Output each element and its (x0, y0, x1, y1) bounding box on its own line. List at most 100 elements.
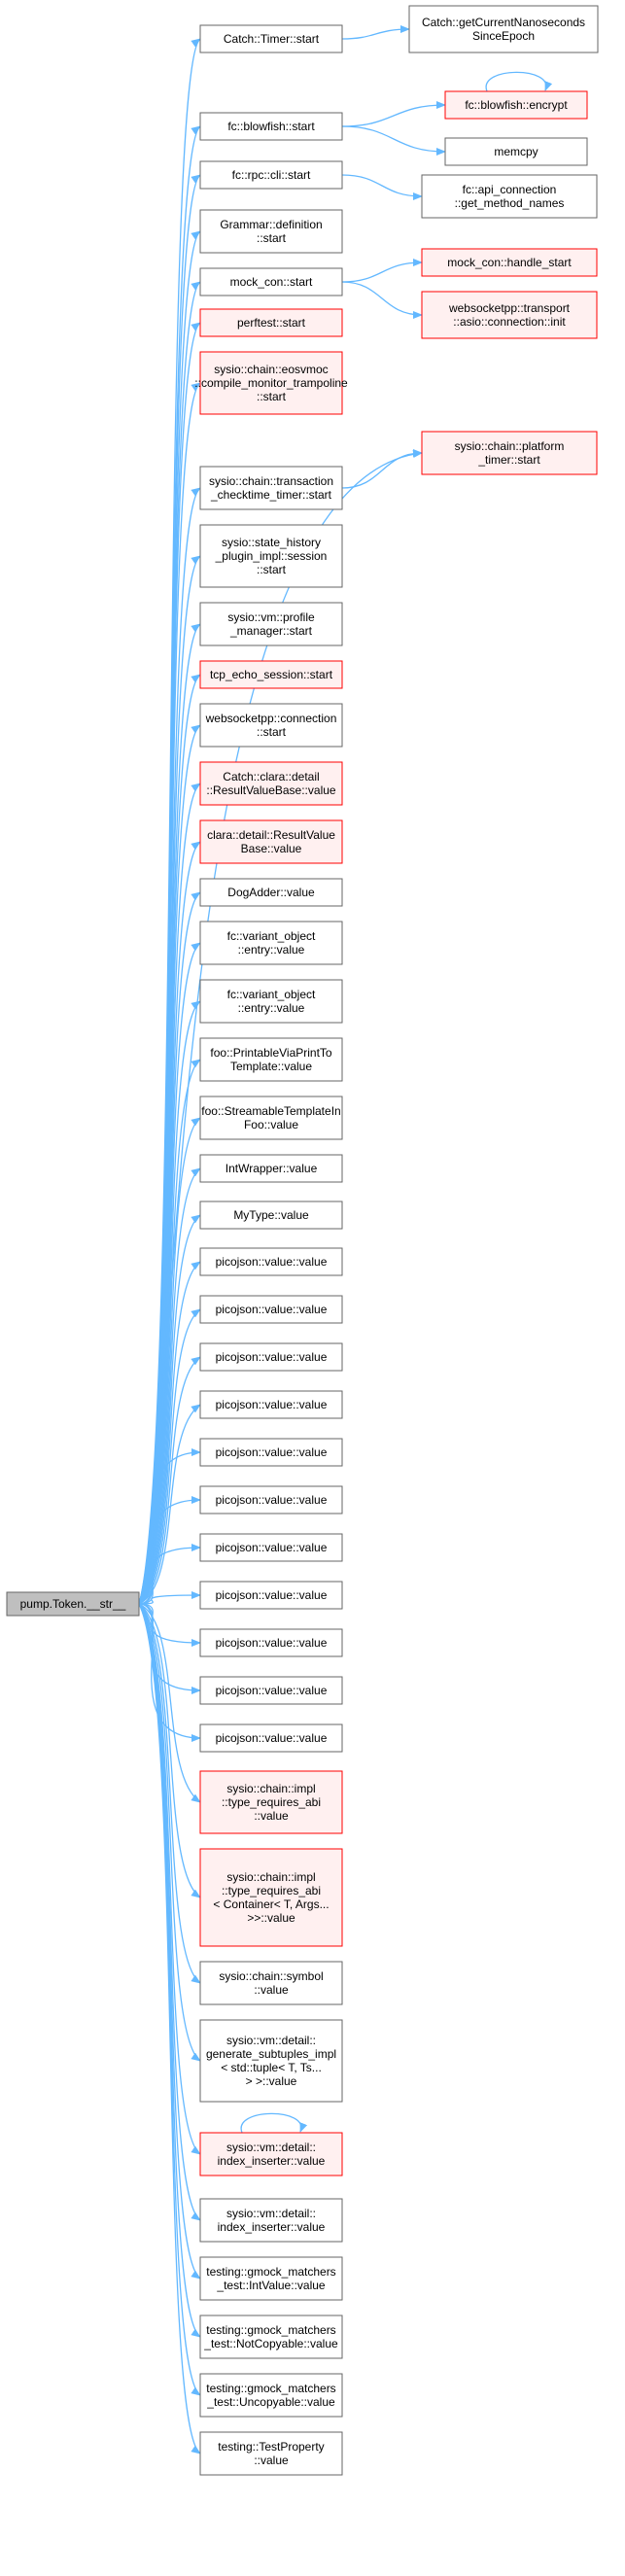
node-label: MyType::value (233, 1208, 309, 1222)
node-box (199, 2198, 343, 2243)
node-label: Base::value (241, 842, 302, 855)
edge-n5-to-n5a (341, 259, 423, 283)
node-box (199, 1676, 343, 1705)
edge-line (138, 1603, 201, 1898)
root-node[interactable]: pump.Token.__str__ (6, 1591, 140, 1617)
edge-root-to-n18 (138, 1059, 201, 1605)
function-node[interactable]: sysio::chain::transaction_checktime_time… (199, 466, 343, 510)
function-node[interactable]: testing::gmock_matchers_test::IntValue::… (199, 2256, 343, 2301)
edge-line (138, 1544, 201, 1605)
function-node[interactable]: sysio::chain::impl::type_requires_abi< C… (199, 1848, 343, 1947)
node-label: ::start (257, 725, 287, 739)
function-node[interactable]: tcp_echo_session::start (199, 660, 343, 689)
function-node[interactable]: fc::blowfish::encrypt (444, 90, 588, 120)
function-node[interactable]: mock_con::start (199, 267, 343, 296)
function-node[interactable]: IntWrapper::value (199, 1154, 343, 1183)
node-box (199, 878, 343, 907)
edge-n8-to-n8a (341, 449, 423, 489)
node-label: sysio::chain::transaction (209, 474, 333, 488)
node-label: _checktime_timer::start (210, 488, 332, 502)
node-label: fc::rpc::cli::start (232, 168, 311, 182)
edge-n2-to-n2b (341, 125, 446, 156)
node-label: Template::value (230, 1060, 312, 1073)
function-node[interactable]: sysio::chain::impl::type_requires_abi::v… (199, 1770, 343, 1834)
function-node[interactable]: sysio::vm::detail::generate_subtuples_im… (199, 2019, 343, 2103)
function-node[interactable]: sysio::chain::symbol::value (199, 1961, 343, 2005)
node-box (199, 1037, 343, 1082)
function-node[interactable]: testing::TestProperty::value (199, 2431, 343, 2476)
edge-root-to-n20 (138, 1167, 201, 1605)
node-label: picojson::value::value (216, 1541, 328, 1554)
node-box (199, 2431, 343, 2476)
node-label: fc::blowfish::encrypt (465, 98, 568, 112)
function-node[interactable]: picojson::value::value (199, 1342, 343, 1372)
node-box (421, 174, 598, 219)
node-label: ::value (254, 1983, 289, 1997)
function-node[interactable]: picojson::value::value (199, 1628, 343, 1657)
function-node[interactable]: Catch::Timer::start (199, 24, 343, 53)
function-node[interactable]: picojson::value::value (199, 1723, 343, 1753)
node-label: ::ResultValueBase::value (206, 783, 336, 797)
function-node[interactable]: Grammar::definition::start (199, 209, 343, 254)
function-node[interactable]: perftest::start (199, 308, 343, 337)
node-label: testing::TestProperty (218, 2440, 324, 2454)
function-node[interactable]: MyType::value (199, 1201, 343, 1230)
node-label: picojson::value::value (216, 1588, 328, 1602)
node-box (199, 466, 343, 510)
function-node[interactable]: sysio::vm::detail::index_inserter::value (199, 2132, 343, 2176)
edge-root-to-n42 (138, 1603, 201, 2454)
function-node[interactable]: picojson::value::value (199, 1581, 343, 1610)
node-label: SinceEpoch (472, 29, 535, 43)
function-node[interactable]: fc::variant_object::entry::value (199, 921, 343, 965)
function-node[interactable]: sysio::chain::eosvmoc::compile_monitor_t… (194, 351, 348, 415)
function-node[interactable]: picojson::value::value (199, 1247, 343, 1276)
edge-line (138, 1496, 201, 1605)
node-label: > >::value (246, 2074, 297, 2088)
node-label: Catch::getCurrentNanoseconds (422, 16, 585, 29)
edge-n3-to-n3a (341, 174, 423, 200)
node-label: sysio::chain::platform (455, 439, 565, 453)
function-node[interactable]: clara::detail::ResultValueBase::value (199, 819, 343, 864)
edge-line (138, 1603, 201, 1647)
function-node[interactable]: testing::gmock_matchers_test::NotCopyabl… (199, 2315, 343, 2359)
function-node[interactable]: memcpy (444, 137, 588, 166)
function-node[interactable]: testing::gmock_matchers_test::Uncopyable… (199, 2373, 343, 2418)
function-node[interactable]: mock_con::handle_start (421, 248, 598, 277)
function-node[interactable]: fc::blowfish::start (199, 112, 343, 141)
function-node[interactable]: picojson::value::value (199, 1438, 343, 1467)
edge-root-to-n36 (138, 1603, 201, 2062)
node-label: ::entry::value (238, 943, 305, 957)
function-node[interactable]: picojson::value::value (199, 1533, 343, 1562)
function-node[interactable]: fc::rpc::cli::start (199, 160, 343, 190)
function-node[interactable]: sysio::vm::detail::index_inserter::value (199, 2198, 343, 2243)
edge-line (138, 1603, 201, 2280)
node-label: sysio::vm::detail:: (226, 2207, 316, 2220)
function-node[interactable]: picojson::value::value (199, 1295, 343, 1324)
node-label: testing::gmock_matchers (206, 2323, 335, 2337)
function-node[interactable]: websocketpp::connection::start (199, 703, 343, 748)
function-node[interactable]: sysio::vm::profile_manager::start (199, 602, 343, 646)
node-label: ::type_requires_abi (222, 1884, 321, 1897)
function-node[interactable]: sysio::chain::platform_timer::start (421, 431, 598, 475)
function-node[interactable]: Catch::clara::detail::ResultValueBase::v… (199, 761, 343, 806)
node-label: websocketpp::connection (205, 712, 337, 725)
function-node[interactable]: DogAdder::value (199, 878, 343, 907)
node-label: Grammar::definition (220, 218, 322, 231)
function-node[interactable]: picojson::value::value (199, 1390, 343, 1419)
node-box (199, 2315, 343, 2359)
node-label: ::start (257, 563, 287, 576)
function-node[interactable]: sysio::state_history_plugin_impl::sessio… (199, 524, 343, 588)
node-label: sysio::chain::impl (226, 1782, 315, 1795)
function-node[interactable]: websocketpp::transport::asio::connection… (421, 291, 598, 339)
function-node[interactable]: fc::api_connection::get_method_names (421, 174, 598, 219)
function-node[interactable]: picojson::value::value (199, 1676, 343, 1705)
function-node[interactable]: picojson::value::value (199, 1485, 343, 1514)
node-box (444, 137, 588, 166)
edge-root-to-n29 (138, 1591, 201, 1605)
edge-line (341, 174, 423, 200)
node-label: index_inserter::value (218, 2220, 326, 2234)
function-node[interactable]: fc::variant_object::entry::value (199, 979, 343, 1024)
